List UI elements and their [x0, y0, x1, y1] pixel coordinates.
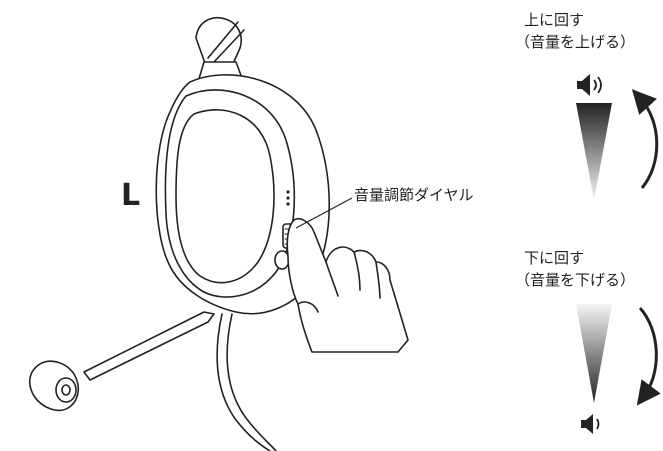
- hand-illustration: [286, 217, 409, 353]
- volume-down-wedge: [576, 304, 612, 403]
- volume-up-indicator: [576, 74, 659, 200]
- volume-dial-label: 音量調節ダイヤル: [354, 186, 474, 204]
- speaker-loud-icon: [577, 74, 602, 96]
- mic-boom: [83, 311, 215, 381]
- side-label: L: [121, 178, 141, 213]
- headband: [195, 16, 243, 67]
- volume-down-indicator: [576, 304, 661, 434]
- volume-down-line1: 下に回す: [524, 249, 585, 267]
- cable: [216, 313, 271, 451]
- jack-button: [274, 250, 290, 270]
- volume-up-line2: （音量を上げる）: [515, 33, 636, 51]
- callout-line: [295, 197, 353, 229]
- rotate-down-arrow: [636, 306, 661, 406]
- volume-up-line1: 上に回す: [524, 11, 585, 29]
- volume-up-wedge: [576, 103, 612, 200]
- headset-illustration: [28, 16, 331, 451]
- inner-pad: [175, 109, 275, 284]
- speaker-quiet-icon: [581, 414, 600, 434]
- volume-down-line2: （音量を下げる）: [515, 271, 636, 289]
- rotate-up-arrow: [631, 89, 659, 189]
